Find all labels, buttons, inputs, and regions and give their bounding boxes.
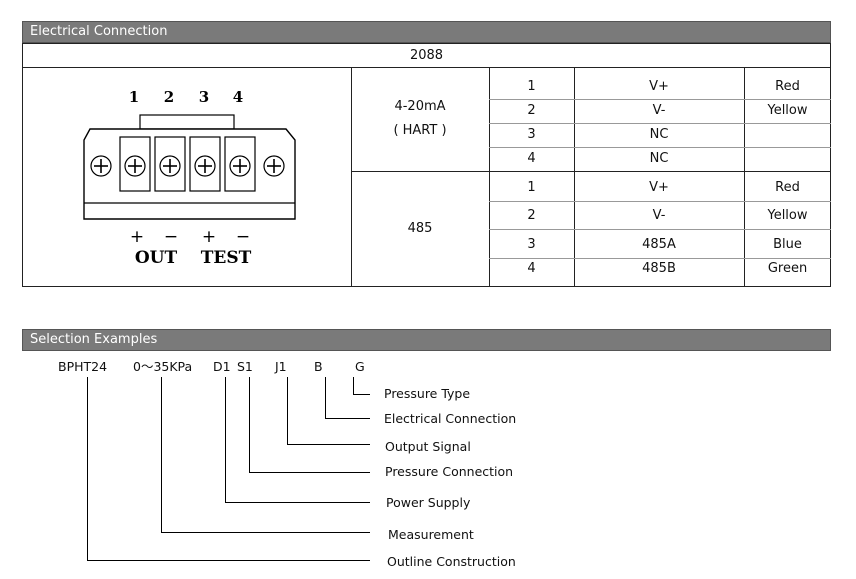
pin-cell: 1 <box>527 180 536 195</box>
terminal-screws <box>90 136 285 192</box>
signal-cell: V- <box>652 103 666 118</box>
wire-color-cell: Yellow <box>767 208 808 223</box>
wire-color-cell: Yellow <box>767 103 808 118</box>
terminal-number-3: 3 <box>199 88 209 106</box>
selection-examples-title: Selection Examples <box>30 332 158 347</box>
signal-cell: V+ <box>649 180 669 195</box>
out-label: OUT <box>135 248 178 268</box>
pin-cell: 2 <box>527 208 536 223</box>
label-outline-construction: Outline Construction <box>387 554 516 569</box>
group-hart-name: 4-20mA <box>394 99 446 114</box>
terminal-sign-out-plus: + <box>130 227 144 247</box>
wire-color-cell: Red <box>775 79 800 94</box>
terminal-sign-test-plus: + <box>202 227 216 247</box>
code-measurement: 0～35KPa <box>133 359 193 374</box>
selection-examples-header: Selection Examples <box>22 329 831 351</box>
signal-cell: NC <box>649 127 669 142</box>
terminal-number-4: 4 <box>233 88 243 106</box>
terminal-number-1: 1 <box>129 88 139 106</box>
code-j1: J1 <box>275 359 287 374</box>
pin-cell: 4 <box>527 151 536 166</box>
code-b: B <box>314 359 323 374</box>
code-d1: D1 <box>213 359 231 374</box>
electrical-connection-title: Electrical Connection <box>30 24 168 39</box>
electrical-table <box>22 43 831 287</box>
pin-cell: 3 <box>527 127 536 142</box>
pin-cell: 1 <box>527 79 536 94</box>
signal-cell: V+ <box>649 79 669 94</box>
terminal-sign-out-minus: − <box>164 227 178 247</box>
pin-cell: 3 <box>527 237 536 252</box>
signal-cell: 485A <box>642 237 676 252</box>
code-bpht24: BPHT24 <box>58 359 108 374</box>
label-pressure-connection: Pressure Connection <box>385 464 514 479</box>
wire-color-cell: Green <box>767 261 808 276</box>
model-label: 2088 <box>409 48 444 63</box>
code-s1: S1 <box>237 359 253 374</box>
label-output-signal: Output Signal <box>385 439 471 454</box>
wire-color-cell: Blue <box>773 237 802 252</box>
group-485-name: 485 <box>407 221 433 236</box>
code-g: G <box>355 359 365 374</box>
electrical-connection-header: Electrical Connection <box>22 21 831 43</box>
terminal-block-diagram: 1 2 3 4 + − + − OUT TEST <box>83 88 296 268</box>
wire-color-cell: Red <box>775 180 800 195</box>
test-label: TEST <box>201 248 252 268</box>
terminal-number-2: 2 <box>164 88 174 106</box>
signal-cell: NC <box>649 151 669 166</box>
pin-cell: 2 <box>527 103 536 118</box>
label-power-supply: Power Supply <box>386 495 471 510</box>
signal-cell: V- <box>652 208 666 223</box>
signal-cell: 485B <box>642 261 676 276</box>
pin-cell: 4 <box>527 261 536 276</box>
label-pressure-type: Pressure Type <box>384 386 471 401</box>
terminal-sign-test-minus: − <box>236 227 250 247</box>
group-hart-subname: ( HART ) <box>393 123 447 138</box>
label-electrical-connection: Electrical Connection <box>384 411 517 426</box>
label-measurement: Measurement <box>388 527 474 542</box>
